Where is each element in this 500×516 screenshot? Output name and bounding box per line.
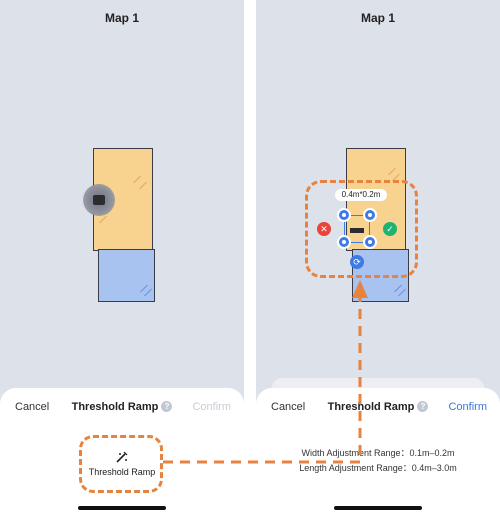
map-title: Map 1 — [104, 11, 139, 25]
resize-handle-top-left[interactable] — [337, 208, 351, 222]
tool-label: Threshold Ramp — [88, 467, 156, 477]
right-screen: Map 1 Cancel Threshold Ramp? Confirm Wid… — [256, 0, 500, 516]
help-icon[interactable]: ? — [417, 401, 429, 412]
width-range-text: Width Adjustment Range：0.1m–0.2m — [301, 448, 455, 458]
floor-hatch — [388, 167, 396, 176]
confirm-button[interactable]: Confirm — [448, 401, 487, 413]
left-screen: Map 1 Cancel Threshold Ramp? Confirm Thr… — [0, 0, 244, 516]
ramp-size-label: 0.4m*0.2m — [335, 189, 387, 201]
sheet-title-label: Threshold Ramp — [71, 401, 159, 413]
cancel-button[interactable]: Cancel — [15, 401, 50, 413]
help-icon[interactable]: ? — [161, 401, 173, 412]
delete-ramp-button[interactable]: ✕ — [317, 222, 331, 236]
highlight-box-editor — [305, 180, 418, 278]
resize-handle-bottom-left[interactable] — [337, 235, 351, 249]
ramp-selection-frame — [344, 215, 370, 243]
resize-handle-bottom-right[interactable] — [363, 235, 377, 249]
threshold-ramp-tool[interactable]: Threshold Ramp — [86, 445, 158, 489]
confirm-button[interactable]: Confirm — [192, 401, 231, 413]
sheet-title-label: Threshold Ramp — [327, 401, 415, 413]
sheet-header: Cancel Threshold Ramp? Confirm — [0, 400, 244, 418]
length-range-text: Length Adjustment Range：0.4m–3.0m — [299, 463, 457, 473]
robot-icon — [83, 184, 115, 216]
room-blue[interactable] — [98, 249, 155, 302]
sheet-header: Cancel Threshold Ramp? Confirm — [256, 400, 500, 418]
home-indicator — [334, 506, 422, 510]
rotate-ramp-button[interactable]: ⟳ — [350, 255, 364, 269]
floor-hatch — [398, 288, 406, 297]
map-title: Map 1 — [360, 11, 395, 25]
bottom-sheet: Cancel Threshold Ramp? Confirm Width Adj… — [256, 388, 500, 516]
highlight-box-tool — [79, 435, 163, 493]
floor-hatch — [99, 215, 107, 224]
robot-body — [93, 195, 105, 205]
floor-hatch — [139, 181, 147, 190]
confirm-ramp-button[interactable]: ✓ — [383, 222, 397, 236]
home-indicator — [78, 506, 166, 510]
ramp-wand-icon — [116, 451, 128, 463]
floor-hatch — [133, 175, 141, 184]
threshold-ramp-object[interactable] — [350, 228, 364, 233]
floor-hatch — [144, 288, 152, 297]
resize-handle-top-right[interactable] — [363, 208, 377, 222]
